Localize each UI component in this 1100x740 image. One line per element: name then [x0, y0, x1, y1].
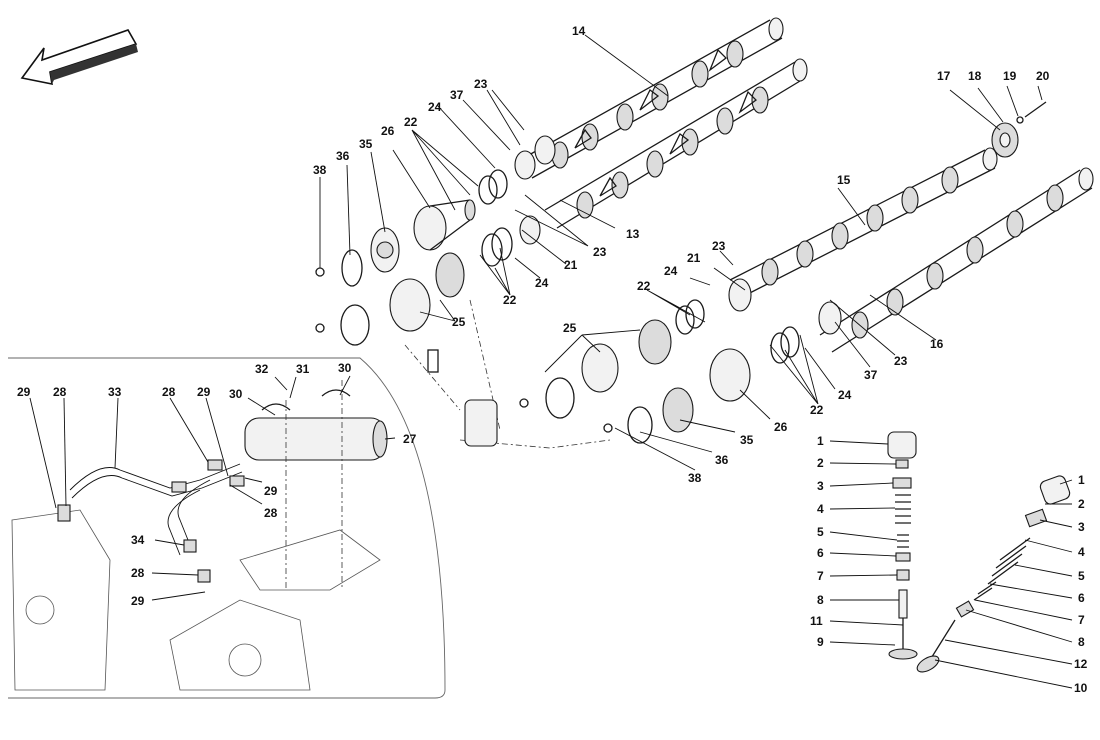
callout-28: 28: [162, 385, 176, 399]
camshaft-13: [544, 58, 808, 229]
direction-arrow-icon: [20, 29, 138, 86]
callout-30: 30: [338, 361, 352, 375]
callout-labels: 14 23 37 24 22 26 35 36 38 13 23 21 24 2…: [17, 24, 1088, 695]
callout-33: 33: [108, 385, 122, 399]
callout-37: 37: [864, 368, 878, 382]
callout-8: 8: [817, 593, 824, 607]
callout-17: 17: [937, 69, 951, 83]
callout-24: 24: [838, 388, 852, 402]
oil-pipe-inset: [8, 357, 446, 699]
callout-5: 5: [817, 525, 824, 539]
timing-chain: [404, 299, 611, 449]
callout-30: 30: [229, 387, 243, 401]
camshaft-15: [729, 147, 998, 299]
callout-15: 15: [837, 173, 851, 187]
callout-18: 18: [968, 69, 982, 83]
callout-38: 38: [313, 163, 327, 177]
callout-24: 24: [535, 276, 549, 290]
callout-29: 29: [197, 385, 211, 399]
callout-22: 22: [404, 115, 418, 129]
callout-9: 9: [817, 635, 824, 649]
callout-36: 36: [715, 453, 729, 467]
callout-20: 20: [1036, 69, 1050, 83]
callout-35: 35: [359, 137, 373, 151]
callout-2: 2: [1078, 497, 1085, 511]
callout-23: 23: [894, 354, 908, 368]
callout-37: 37: [450, 88, 464, 102]
callout-25: 25: [563, 321, 577, 335]
callout-10: 10: [1074, 681, 1088, 695]
callout-29: 29: [264, 484, 278, 498]
callout-24: 24: [664, 264, 678, 278]
callout-22: 22: [810, 403, 824, 417]
callout-12: 12: [1074, 657, 1088, 671]
callout-28: 28: [53, 385, 67, 399]
callout-16: 16: [930, 337, 944, 351]
callout-29: 29: [17, 385, 31, 399]
variator-lower-left: [315, 215, 541, 346]
callout-7: 7: [817, 569, 824, 583]
callout-14: 14: [572, 24, 586, 38]
callout-36: 36: [336, 149, 350, 163]
callout-38: 38: [688, 471, 702, 485]
variator-26-upper: [315, 135, 556, 287]
callout-8: 8: [1078, 635, 1085, 649]
callout-2: 2: [817, 456, 824, 470]
callout-6: 6: [817, 546, 824, 560]
callout-21: 21: [564, 258, 578, 272]
callout-29: 29: [131, 594, 145, 608]
callout-1: 1: [817, 434, 824, 448]
callout-11: 11: [810, 614, 823, 628]
variator-right: [519, 278, 842, 444]
callout-4: 4: [1078, 545, 1085, 559]
callout-4: 4: [817, 502, 824, 516]
callout-28: 28: [264, 506, 278, 520]
callout-13: 13: [626, 227, 640, 241]
callout-23: 23: [474, 77, 488, 91]
callout-35: 35: [740, 433, 754, 447]
callout-19: 19: [1003, 69, 1017, 83]
callout-26: 26: [774, 420, 788, 434]
callout-6: 6: [1078, 591, 1085, 605]
callout-7: 7: [1078, 613, 1085, 627]
engine-block-sketch: [11, 509, 381, 691]
callout-23: 23: [712, 239, 726, 253]
cam-pulley-18: [991, 101, 1047, 158]
camshaft-16: [819, 167, 1094, 353]
camshaft-14: [519, 17, 784, 179]
valve-stack-left: [887, 431, 918, 660]
leader-lines: [29, 34, 1073, 689]
callout-21: 21: [687, 251, 701, 265]
callout-23: 23: [593, 245, 607, 259]
callout-34: 34: [131, 533, 145, 547]
callout-22: 22: [503, 293, 517, 307]
callout-25: 25: [452, 315, 466, 329]
callout-32: 32: [255, 362, 269, 376]
callout-22: 22: [637, 279, 651, 293]
callout-26: 26: [381, 124, 395, 138]
callout-27: 27: [403, 432, 417, 446]
callout-5: 5: [1078, 569, 1085, 583]
callout-1: 1: [1078, 473, 1085, 487]
callout-3: 3: [1078, 520, 1085, 534]
callout-3: 3: [817, 479, 824, 493]
callout-31: 31: [296, 362, 310, 376]
callout-24: 24: [428, 100, 442, 114]
callout-28: 28: [131, 566, 145, 580]
